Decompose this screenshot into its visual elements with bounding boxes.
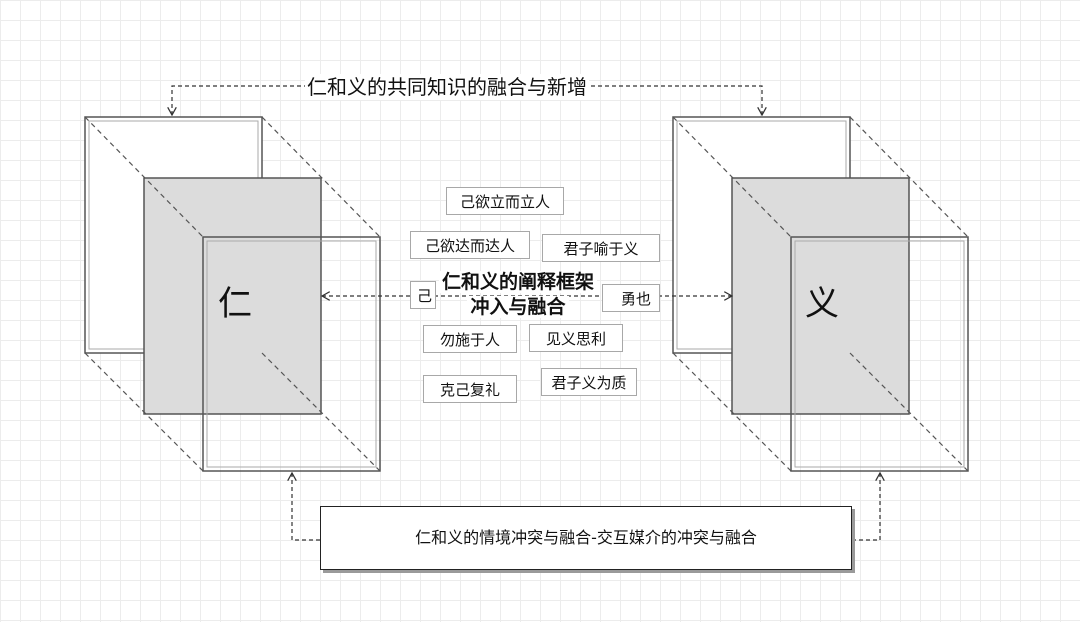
right-cube-edge: [672, 116, 792, 238]
left-cube: [84, 116, 381, 472]
right-cube-front-panel: [790, 236, 969, 472]
tag-box[interactable]: 克己复礼: [423, 375, 517, 403]
tag-box[interactable]: 君子喻于义: [542, 234, 660, 262]
tag-box[interactable]: 己欲达而达人: [410, 231, 530, 259]
center-framework-title: 仁和义的阐释框架 冲入与融合: [426, 270, 610, 320]
tag-box[interactable]: 勿施于人: [423, 325, 517, 353]
tag-box[interactable]: 己欲立而立人: [446, 187, 564, 215]
center-title-line1: 仁和义的阐释框架: [438, 271, 597, 293]
bottom-context-box[interactable]: 仁和义的情境冲突与融合-交互媒介的冲突与融合: [320, 506, 852, 570]
left-cube-middle-panel[interactable]: [143, 177, 322, 415]
bottom-left-connector[interactable]: [292, 473, 320, 541]
tag-box[interactable]: 君子义为质: [541, 368, 637, 396]
bottom-right-connector[interactable]: [852, 473, 880, 541]
right-cube-front-panel-inner: [794, 240, 965, 468]
left-cube-front-panel-inner: [206, 240, 377, 468]
ren-label: 仁: [218, 284, 252, 324]
left-cube-edge: [84, 352, 204, 472]
left-cube-front-panel: [202, 236, 381, 472]
right-cube-edge: [849, 352, 969, 472]
right-cube-edge: [672, 352, 792, 472]
right-cube: [672, 116, 969, 472]
tag-box-partial[interactable]: 勇也: [602, 284, 660, 312]
left-cube-edge: [261, 116, 381, 238]
right-cube-middle-panel[interactable]: [731, 177, 910, 415]
tag-box[interactable]: 见义思利: [529, 324, 623, 352]
right-cube-edge: [849, 116, 969, 238]
left-cube-edge: [261, 352, 381, 472]
center-title-line2: 冲入与融合: [467, 296, 569, 318]
left-cube-edge: [84, 116, 204, 238]
yi-label: 义: [805, 284, 839, 324]
top-connector-label: 仁和义的共同知识的融合与新增: [305, 74, 589, 100]
tag-box-partial[interactable]: 己: [410, 281, 436, 309]
